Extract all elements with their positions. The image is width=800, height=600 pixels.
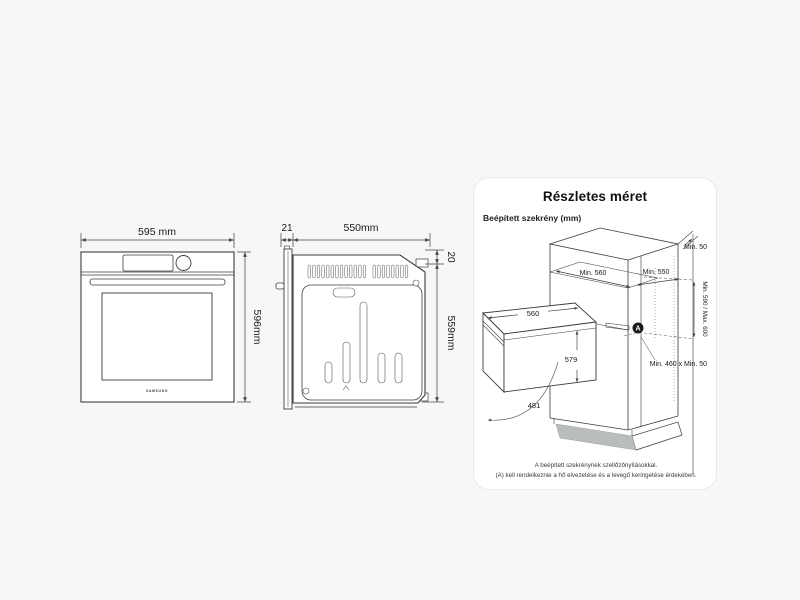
emboss-slot [324,361,333,384]
screw-hole-bottom [302,387,310,395]
oven-height-label: 579 [565,355,578,364]
door-window [101,292,213,381]
vent-badge: A [632,322,644,334]
front-view-dimensions [80,233,251,403]
side-door-thickness-label: 21 [281,223,293,234]
side-height-label: 559mm [445,315,457,350]
display-panel [122,254,174,272]
side-view-dimensions [280,233,444,403]
control-knob [175,255,192,271]
oven-depth-label: 560 [527,309,540,318]
oven-rim-line [503,327,597,341]
emboss-slot-tall [359,301,368,384]
oven-isometric-box [482,302,598,394]
footnote-line-1: A beépített szekrénynek szellőzőnyílások… [534,462,658,469]
card-title: Részletes méret [542,189,648,204]
vent-opening-label: Min. 460 x Min. 50 [650,361,707,368]
oven-panel-lines [482,320,505,347]
card-footnote: A beépített szekrénynek szellőzőnyílások… [478,461,714,480]
card-subtitle: Beépített szekrény (mm) [483,213,582,223]
emboss-slot [342,341,351,384]
side-depth-label: 550mm [343,222,378,234]
side-view-panel-details [302,279,420,395]
front-width-label: 595 mm [138,226,176,238]
emboss-slot-horizontal [332,287,356,298]
plinth-drop-lines [553,418,633,436]
cabinet-top-face [548,227,680,261]
oven-front-view-diagram: SAMSUNG 595 mm 596mm [80,226,263,403]
badge-circle [632,322,644,334]
detailed-size-card: Részletes méret Beépített szekrény (mm) [473,177,717,490]
cabinet-bottom-edge [549,415,679,431]
plinth-front-face [555,423,637,451]
front-height-label: 596mm [251,309,263,344]
plinth-side-face [631,421,683,451]
handle-profile [275,282,285,290]
niche-width-label: Min. 560 [580,270,607,277]
cabinet-dimension-lines [487,230,699,382]
screw-hole-top [412,279,420,287]
front-view-oven-outline [80,251,235,403]
mounting-tab-top [415,258,429,268]
side-top-gap-label: 20 [445,251,456,263]
oven-side-face [503,321,597,393]
oven-side-view-diagram: 21 550mm 20 559mm [275,222,457,410]
door-handle [89,278,226,286]
side-view-vent-slots [307,264,409,279]
badge-letter: A [635,326,640,333]
footnote-line-2: (A) kell rendelkeznie a hő elvezetése és… [495,471,697,479]
tiny-arrow-mark [342,385,350,391]
emboss-slot [377,352,386,384]
niche-height-label: Min. 590 / Max. 600 [701,281,708,337]
cabinet-outline [548,227,694,474]
rear-gap-label: Min. 50 [684,244,707,251]
samsung-logo-text: SAMSUNG [146,389,168,393]
emboss-slot [394,352,403,384]
door-clearance-label: 481 [528,401,541,410]
cabinet-installation-diagram: A Min. 50 Min. 560 Min. 550 Min. 590 / M… [482,227,708,474]
shelf-vent-slot [605,322,630,331]
niche-depth-label: Min. 550 [643,269,670,276]
door-swing-arc [487,361,559,422]
